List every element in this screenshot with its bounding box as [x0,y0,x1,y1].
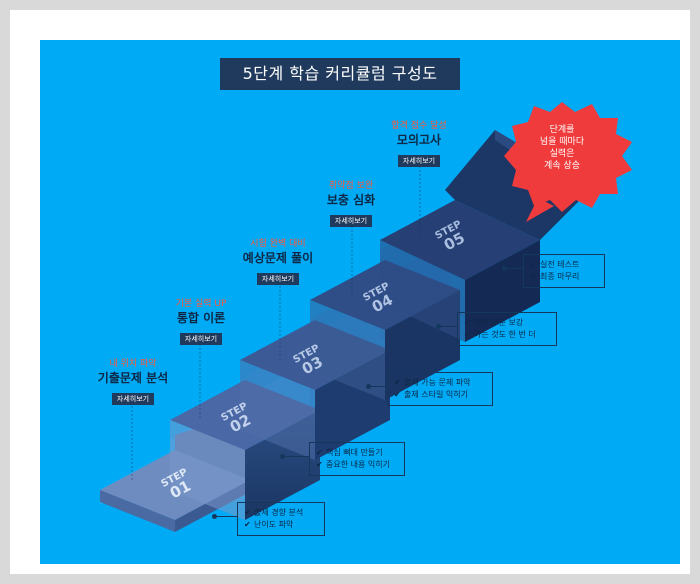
callout-line: 계속 상승 [544,161,580,171]
stage-heading-top: 합격 점수 달성 모의고사 자세히보기 [376,120,462,167]
stage-heading-05: 취약점 보완 보충 심화 자세히보기 [308,180,394,227]
staircase-graphic [100,102,632,532]
connector-line [441,326,457,327]
connector-dot [502,266,507,271]
details-button[interactable]: 자세히보기 [256,273,300,285]
check-icon: ✔ [530,272,537,281]
stage-heading-03: 기본 실력 UP 통합 이론 자세히보기 [158,298,244,345]
connector-line [371,386,387,387]
step-04-front [310,300,385,400]
check-icon: ✔ [244,508,251,517]
connector-line [285,456,309,457]
stage-heading-02: 내 위치 파악 기출문제 분석 자세히보기 [90,358,176,405]
step-03-front [240,360,315,460]
detail-text: 중요한 내용 익히기 [326,460,390,469]
check-icon: ✔ [394,378,401,387]
step-05-front [380,240,465,342]
check-icon: ✔ [316,448,323,457]
image-frame: STEP 01 STEP 02 STEP 03 STEP 04 STEP 05 … [10,10,690,574]
detail-item: ✔출제 스타일 익히기 [394,389,484,401]
callout-text: 단계를 넘을 때마다 실력은 계속 상승 [514,124,610,172]
check-icon: ✔ [464,330,471,339]
detail-box-01: ✔출제 경향 분석 ✔난이도 파악 [237,502,325,536]
callout-line: 실력은 [549,149,575,159]
detail-box-05: ✔실전 테스트 ✔최종 마무리 [523,254,605,288]
connector-dot [436,324,441,329]
detail-text: 출제 가능 문제 파악 [404,378,471,387]
detail-box-03: ✔출제 가능 문제 파악 ✔출제 스타일 익히기 [387,372,493,406]
detail-text: 아는 것도 한 번 더 [474,330,536,339]
details-button[interactable]: 자세히보기 [111,393,155,405]
detail-item: ✔난이도 파악 [244,519,316,531]
connector-line [507,268,523,269]
page-title: 5단계 학습 커리큘럼 구성도 [220,58,460,90]
check-icon: ✔ [394,390,401,399]
callout-tail [526,198,554,222]
check-icon: ✔ [464,318,471,327]
stage-subtitle: 취약점 보완 [328,181,374,191]
stage-title: 예상문제 풀이 [242,251,314,265]
detail-text: 출제 경향 분석 [254,508,304,517]
detail-text: 출제 스타일 익히기 [404,390,468,399]
step-02-front [170,420,245,520]
detail-text: 취약 부분 보강 [474,318,524,327]
detail-item: ✔실전 테스트 [530,259,596,271]
details-button[interactable]: 자세히보기 [179,333,223,345]
stage-title: 모의고사 [396,133,442,147]
detail-item: ✔출제 가능 문제 파악 [394,377,484,389]
stage-subtitle: 기본 실력 UP [175,299,227,309]
callout-line: 단계를 [549,125,575,135]
detail-text: 최종 마무리 [540,272,580,281]
check-icon: ✔ [530,260,537,269]
stage-title: 보충 심화 [326,193,376,207]
connector-dot [212,514,217,519]
check-icon: ✔ [316,460,323,469]
detail-item: ✔최종 마무리 [530,271,596,283]
callout-line: 넘을 때마다 [539,137,585,147]
detail-item: ✔중요한 내용 익히기 [316,459,396,471]
stage-heading-04: 시험 완벽 대비 예상문제 풀이 자세히보기 [228,238,328,285]
connector-dot [280,454,285,459]
stage-subtitle: 시험 완벽 대비 [250,239,306,249]
detail-text: 실전 테스트 [540,260,580,269]
detail-box-02: ✔핵심 뼈대 만들기 ✔중요한 내용 익히기 [309,442,405,476]
detail-item: ✔취약 부분 보강 [464,317,548,329]
callout-burst [504,102,632,212]
connector-line [217,516,237,517]
detail-text: 핵심 뼈대 만들기 [326,448,383,457]
stage-subtitle: 합격 점수 달성 [391,121,447,131]
step-05-riser [465,240,540,342]
detail-box-04: ✔취약 부분 보강 ✔아는 것도 한 번 더 [457,312,557,346]
stage-subtitle: 내 위치 파악 [109,359,157,369]
check-icon: ✔ [244,520,251,529]
details-button[interactable]: 자세히보기 [329,215,373,227]
detail-item: ✔출제 경향 분석 [244,507,316,519]
stage-title: 기출문제 분석 [97,371,169,385]
diagram-canvas: STEP 01 STEP 02 STEP 03 STEP 04 STEP 05 … [40,40,680,564]
detail-item: ✔아는 것도 한 번 더 [464,329,548,341]
stage-title: 통합 이론 [176,311,226,325]
connector-dot [366,384,371,389]
details-button[interactable]: 자세히보기 [397,155,441,167]
step-01-front [100,490,175,532]
detail-text: 난이도 파악 [254,520,294,529]
detail-item: ✔핵심 뼈대 만들기 [316,447,396,459]
